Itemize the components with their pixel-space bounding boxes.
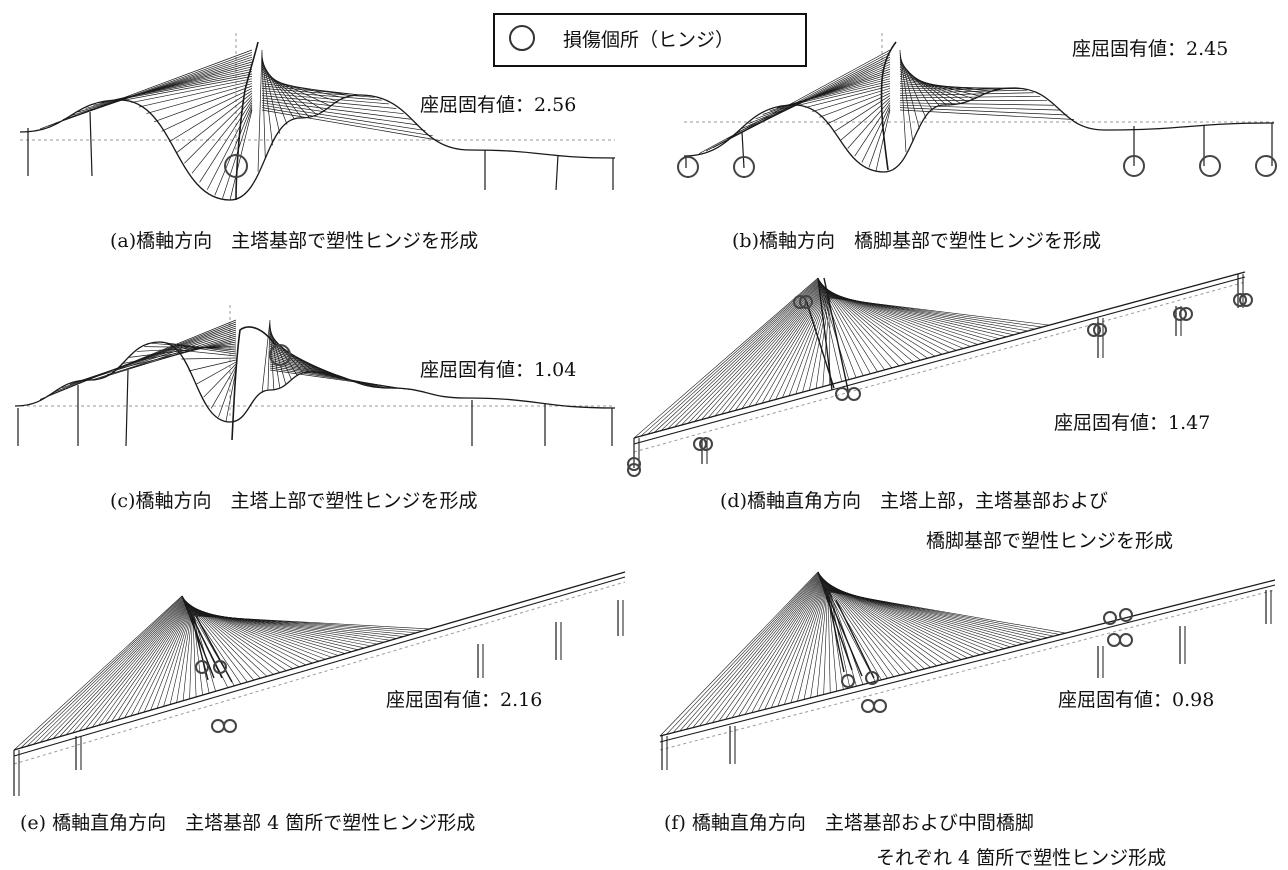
stay-cable <box>181 358 236 359</box>
panel-e-diagram <box>0 560 640 810</box>
panel-d-caption: (d)橋軸直角方向 主塔上部，主塔基部および <box>720 486 1108 513</box>
hinge-circle-icon <box>212 720 224 732</box>
stay-cable <box>190 613 193 698</box>
panel-a-caption: (a)橋軸方向 主塔基部で塑性ヒンジを形成 <box>110 226 478 253</box>
stay-cable <box>73 602 186 733</box>
original-deck <box>14 582 625 764</box>
stay-cable <box>53 600 184 739</box>
hinge-circle-icon <box>1108 634 1120 646</box>
stay-cable <box>661 281 820 431</box>
hinge-circle-icon <box>678 157 698 177</box>
stay-cable <box>40 320 236 400</box>
stay-cable <box>804 586 826 699</box>
deck-edge <box>660 585 1275 742</box>
hinge-circle-icon <box>848 388 860 400</box>
stay-cable <box>262 57 280 133</box>
hinge-circle-icon <box>842 675 854 687</box>
stay-cable <box>124 76 252 100</box>
stay-cable <box>830 591 857 686</box>
stay-cable <box>47 599 184 740</box>
panel-a <box>0 0 640 260</box>
stay-cable <box>55 55 252 123</box>
stay-cable <box>14 596 182 750</box>
panel-d-caption-line2: 橋脚基部で塑性ヒンジを形成 <box>926 526 1173 553</box>
stay-cable <box>699 576 820 726</box>
hinge-circle-icon <box>874 700 886 712</box>
stay-cable <box>262 110 440 141</box>
pier <box>126 370 128 446</box>
deck-edge <box>14 577 625 756</box>
panel-e-caption: (e) 橋軸直角方向 主塔基部 4 箇所で塑性ヒンジ形成 <box>20 808 475 835</box>
stay-cable <box>189 360 236 371</box>
stay-cable <box>674 282 820 427</box>
stay-cable <box>105 605 187 723</box>
stay-cable <box>77 330 236 382</box>
stay-cable <box>634 278 818 438</box>
stay-cable <box>823 297 830 386</box>
hinge-circle-icon <box>1200 156 1220 176</box>
panel-b-caption: (b)橋軸方向 橋脚基部で塑性ヒンジを形成 <box>732 226 1101 253</box>
stay-cable <box>116 74 252 100</box>
stay-cable <box>194 616 429 629</box>
hinge-circle-icon <box>196 661 208 673</box>
stay-cable <box>742 289 825 409</box>
deformed-tower <box>881 42 896 170</box>
stay-cable <box>79 602 186 731</box>
pier <box>90 112 92 176</box>
stay-cable <box>55 324 236 392</box>
stay-cable <box>712 577 821 723</box>
hinge-circle-icon <box>224 720 236 732</box>
panel-e <box>0 560 640 810</box>
panel-d-diagram <box>620 260 1280 480</box>
hinge-circle-icon <box>836 388 848 400</box>
stay-cable <box>262 81 353 96</box>
stay-cable <box>60 601 185 737</box>
stay-cable <box>112 606 188 722</box>
panel-d-eigenvalue: 座屈固有値：1.47 <box>1054 408 1210 435</box>
stay-cable <box>222 108 252 199</box>
panel-b-eigenvalue: 座屈固有値：2.45 <box>1072 34 1228 61</box>
panel-a-eigenvalue: 座屈固有値：2.56 <box>420 90 576 117</box>
panel-a-diagram <box>0 0 640 260</box>
panel-c-eigenvalue: 座屈固有値：1.04 <box>420 355 576 382</box>
pier <box>556 155 558 190</box>
stay-cable <box>693 575 820 727</box>
panel-f-caption-line2: それぞれ 4 箇所で塑性ヒンジ形成 <box>876 843 1166 870</box>
deformed-deck <box>15 342 615 422</box>
stay-cable <box>732 579 822 718</box>
stay-cable <box>739 580 823 716</box>
panel-e-eigenvalue: 座屈固有値：2.16 <box>386 685 542 712</box>
stay-cable <box>162 88 252 131</box>
hinge-circle-icon <box>862 700 874 712</box>
stay-cable <box>758 582 824 711</box>
hinge-circle-icon <box>1256 156 1276 176</box>
stay-cable <box>900 105 1061 110</box>
stay-cable <box>86 64 252 108</box>
stay-cable <box>900 103 1054 105</box>
stay-cable <box>673 573 819 732</box>
panel-d <box>620 260 1280 480</box>
stay-cable <box>262 93 389 104</box>
panel-f-eigenvalue: 座屈固有値：0.98 <box>1058 685 1214 712</box>
stay-cable <box>262 88 374 97</box>
deck-edge <box>14 572 625 750</box>
hinge-circle-icon <box>1120 634 1132 646</box>
stay-cable <box>752 581 824 713</box>
panel-f-caption: (f) 橋軸直角方向 主塔基部および中間橋脚 <box>664 808 1034 835</box>
hinge-circle-icon <box>1120 609 1132 621</box>
original-deck <box>660 590 1275 750</box>
stay-cable <box>194 616 216 691</box>
stay-cable <box>258 50 262 172</box>
panel-c-caption: (c)橋軸方向 主塔上部で塑性ヒンジを形成 <box>110 486 477 513</box>
stay-cable <box>706 577 821 725</box>
pier <box>742 132 744 168</box>
